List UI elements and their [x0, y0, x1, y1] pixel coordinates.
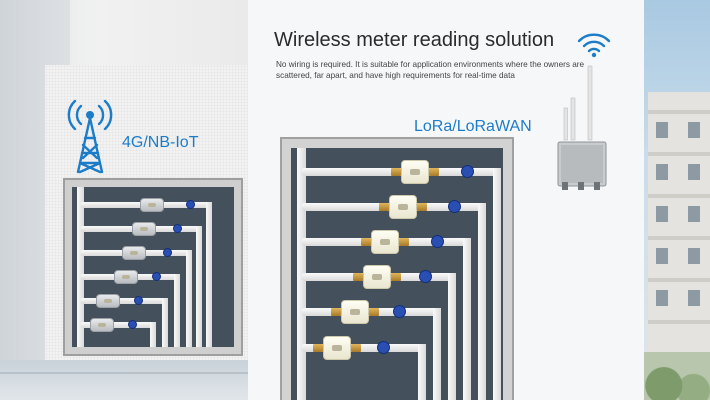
brass-fitting — [351, 344, 361, 352]
floor — [0, 360, 248, 400]
cabinet-interior — [291, 148, 503, 400]
water-meter — [323, 336, 351, 360]
water-meter — [371, 230, 399, 254]
water-meter — [122, 246, 146, 260]
drop-pipe — [433, 308, 441, 400]
meter-cabinet-lora — [280, 137, 514, 400]
brass-fitting — [331, 308, 341, 316]
water-meter — [114, 270, 138, 284]
meter-cabinet-4g — [63, 178, 243, 356]
right-scene-building — [644, 0, 710, 400]
drop-pipe — [418, 344, 426, 400]
drop-pipe — [196, 226, 202, 347]
valve — [377, 341, 390, 354]
branch-pipe — [301, 344, 426, 352]
drop-pipe — [186, 250, 192, 347]
cell-tower-icon — [67, 99, 113, 174]
valve — [419, 270, 432, 283]
valve — [128, 320, 137, 329]
valve — [186, 200, 195, 209]
valve — [448, 200, 461, 213]
drop-pipe — [463, 238, 471, 400]
branch-pipe — [80, 298, 168, 304]
brass-fitting — [353, 273, 363, 281]
valve — [461, 165, 474, 178]
water-meter — [90, 318, 114, 332]
valve — [431, 235, 444, 248]
lora-gateway-icon — [557, 65, 607, 190]
water-meter — [132, 222, 156, 236]
water-meter — [401, 160, 429, 184]
drop-pipe — [206, 202, 212, 347]
brass-fitting — [313, 344, 323, 352]
valve — [152, 272, 161, 281]
water-meter — [341, 300, 369, 324]
shrubbery — [644, 352, 710, 400]
page-description: No wiring is required. It is suitable fo… — [276, 60, 585, 80]
brass-fitting — [429, 168, 439, 176]
water-meter — [96, 294, 120, 308]
branch-pipe — [80, 322, 156, 328]
water-meter — [389, 195, 417, 219]
valve — [393, 305, 406, 318]
drop-pipe — [478, 203, 486, 400]
water-meter — [363, 265, 391, 289]
cabinet-interior — [72, 187, 234, 347]
riser-pipe — [77, 187, 84, 347]
brass-fitting — [369, 308, 379, 316]
brass-fitting — [379, 203, 389, 211]
valve — [173, 224, 182, 233]
main-panel: Wireless meter reading solution No wirin… — [248, 0, 644, 400]
brass-fitting — [361, 238, 371, 246]
valve — [134, 296, 143, 305]
protocol-label-lora: LoRa/LoRaWAN — [414, 118, 532, 135]
drop-pipe — [174, 274, 180, 347]
protocol-label-4g-nbiot: 4G/NB-IoT — [122, 134, 199, 151]
wifi-icon — [577, 33, 611, 58]
drop-pipe — [448, 273, 456, 400]
brass-fitting — [399, 238, 409, 246]
brass-fitting — [391, 273, 401, 281]
drop-pipe — [493, 168, 501, 400]
left-scene: 4G/NB-IoT — [0, 0, 248, 400]
apartment-building — [648, 92, 710, 400]
drop-pipe — [150, 322, 156, 347]
brass-fitting — [391, 168, 401, 176]
water-meter — [140, 198, 164, 212]
page-title: Wireless meter reading solution — [274, 29, 555, 51]
drop-pipe — [162, 298, 168, 347]
valve — [163, 248, 172, 257]
brass-fitting — [417, 203, 427, 211]
